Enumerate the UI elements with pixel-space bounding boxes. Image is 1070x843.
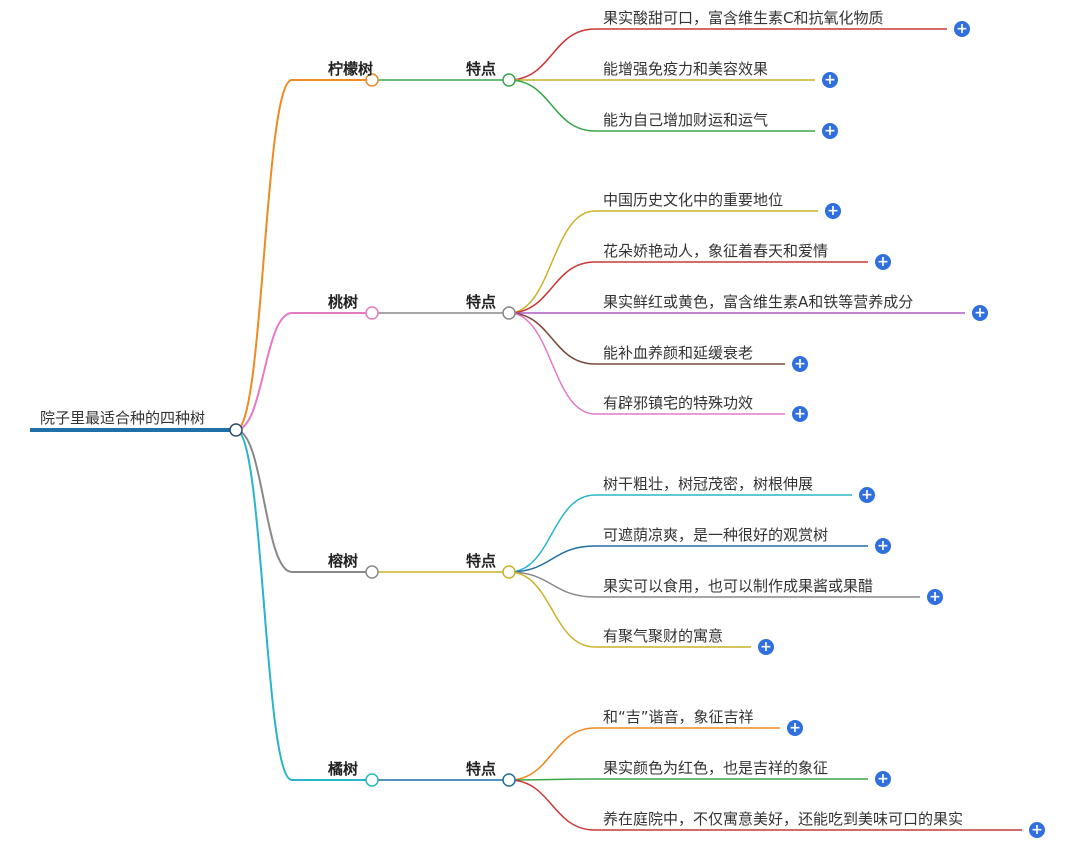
branch-node-tangerine[interactable] [365, 773, 379, 787]
expand-banyan-1-plus-icon[interactable]: + [875, 538, 891, 554]
expand-tangerine-1-plus-icon[interactable]: + [875, 771, 891, 787]
leaf-label-banyan-3: 有聚气聚财的寓意 [603, 627, 724, 645]
leaf-label-banyan-1: 可遮荫凉爽，是一种很好的观赏树 [603, 526, 829, 544]
leaf-label-tangerine-0: 和“吉”谐音，象征吉祥 [603, 708, 754, 726]
expand-peach-1-plus-icon[interactable]: + [875, 254, 891, 270]
leaf-connector-tangerine-0 [508, 727, 780, 781]
middle-label-banyan: 特点 [466, 552, 497, 570]
leaf-label-peach-2: 果实鲜红或黄色，富含维生素A和铁等营养成分 [603, 293, 914, 311]
expand-banyan-2-plus-icon[interactable]: + [927, 589, 943, 605]
middle-node-banyan[interactable] [502, 565, 516, 579]
leaf-connector-peach-3 [508, 312, 785, 365]
branch-label-tangerine: 橘树 [328, 760, 359, 778]
middle-label-peach: 特点 [466, 293, 497, 311]
leaf-connector-banyan-1 [508, 545, 868, 573]
branch-label-lemon: 柠檬树 [328, 60, 374, 78]
leaf-label-lemon-1: 能增强免疫力和美容效果 [603, 60, 769, 78]
expand-peach-2-plus-icon[interactable]: + [972, 305, 988, 321]
leaf-label-lemon-2: 能为自己增加财运和运气 [603, 111, 769, 129]
branch-connector-peach [235, 312, 372, 431]
expand-lemon-0-plus-icon[interactable]: + [954, 21, 970, 37]
branch-connector-lemon [235, 79, 372, 431]
branch-connector-tangerine [235, 429, 372, 781]
expand-peach-3-plus-icon[interactable]: + [792, 356, 808, 372]
leaf-label-banyan-2: 果实可以食用，也可以制作成果酱或果醋 [603, 577, 874, 595]
leaf-connector-banyan-3 [508, 571, 751, 648]
expand-banyan-3-plus-icon[interactable]: + [758, 639, 774, 655]
branch-node-lemon[interactable] [365, 73, 379, 87]
middle-label-tangerine: 特点 [466, 760, 497, 778]
expand-lemon-1-plus-icon[interactable]: + [822, 72, 838, 88]
leaf-connector-lemon-2 [508, 79, 815, 132]
leaf-label-peach-0: 中国历史文化中的重要地位 [603, 191, 784, 209]
leaf-connector-peach-1 [508, 261, 868, 314]
root-label: 院子里最适合种的四种树 [40, 409, 206, 427]
leaf-connector-banyan-0 [508, 494, 852, 573]
leaf-connector-tangerine-2 [508, 779, 1022, 831]
branch-label-peach: 桃树 [328, 293, 359, 311]
leaf-label-tangerine-2: 养在庭院中，不仅寓意美好，还能吃到美味可口的果实 [603, 810, 964, 828]
leaf-connector-lemon-0 [508, 28, 947, 81]
middle-node-tangerine[interactable] [502, 773, 516, 787]
leaf-label-lemon-0: 果实酸甜可口，富含维生素C和抗氧化物质 [603, 9, 884, 27]
expand-tangerine-2-plus-icon[interactable]: + [1029, 822, 1045, 838]
branch-node-banyan[interactable] [365, 565, 379, 579]
leaf-label-peach-1: 花朵娇艳动人，象征着春天和爱情 [603, 242, 829, 260]
middle-label-lemon: 特点 [466, 60, 497, 78]
leaf-connector-tangerine-1 [508, 778, 868, 781]
root-node[interactable] [229, 423, 243, 437]
leaf-label-peach-4: 有辟邪镇宅的特殊功效 [603, 394, 754, 412]
expand-tangerine-0-plus-icon[interactable]: + [787, 720, 803, 736]
leaf-label-tangerine-1: 果实颜色为红色，也是吉祥的象征 [603, 759, 829, 777]
leaf-connector-peach-4 [508, 312, 785, 415]
leaf-label-banyan-0: 树干粗壮，树冠茂密，树根伸展 [603, 475, 814, 493]
branch-label-banyan: 榕树 [328, 552, 359, 570]
expand-peach-0-plus-icon[interactable]: + [825, 203, 841, 219]
leaf-connector-banyan-2 [508, 571, 920, 598]
branch-node-peach[interactable] [365, 306, 379, 320]
expand-peach-4-plus-icon[interactable]: + [792, 406, 808, 422]
expand-lemon-2-plus-icon[interactable]: + [822, 123, 838, 139]
expand-banyan-0-plus-icon[interactable]: + [859, 487, 875, 503]
leaf-connector-peach-0 [508, 210, 818, 314]
leaf-label-peach-3: 能补血养颜和延缓衰老 [603, 344, 754, 362]
middle-node-lemon[interactable] [502, 73, 516, 87]
branch-connector-banyan [235, 429, 372, 573]
middle-node-peach[interactable] [502, 306, 516, 320]
